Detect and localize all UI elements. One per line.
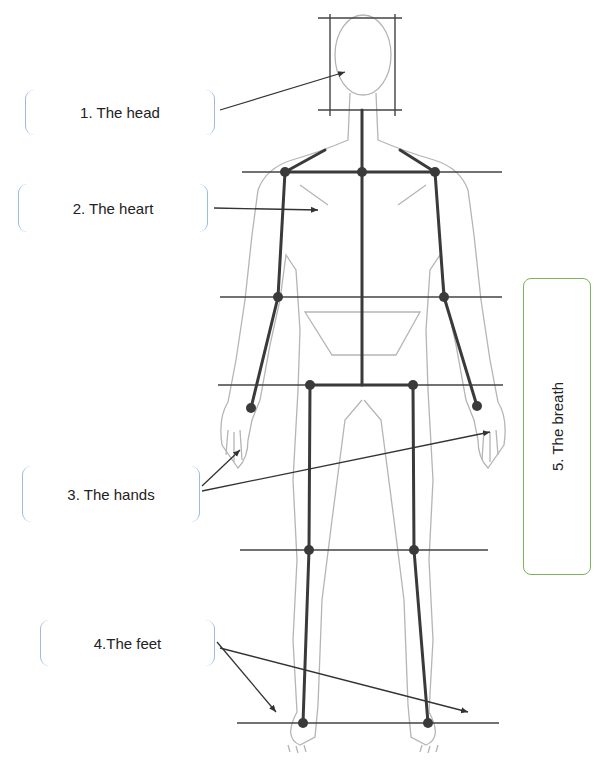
callout-label: 3. The hands	[67, 486, 154, 503]
callout-label: 5. The breath	[549, 382, 566, 471]
proportion-guides	[218, 14, 503, 723]
leader-lines	[202, 72, 490, 712]
callout-label: 4.The feet	[94, 635, 162, 652]
callout-bracket: 3. The hands	[22, 466, 200, 522]
joint-dots	[246, 167, 482, 728]
callout-bracket: 2. The heart	[18, 184, 208, 232]
callout-bracket: 1. The head	[25, 90, 215, 135]
callout-label: 2. The heart	[73, 200, 154, 217]
callout-box: 5. The breath	[523, 278, 591, 575]
body-outline	[221, 15, 505, 753]
callout-bracket: 4.The feet	[40, 620, 215, 666]
stick-skeleton	[251, 110, 477, 723]
callout-label: 1. The head	[80, 104, 160, 121]
